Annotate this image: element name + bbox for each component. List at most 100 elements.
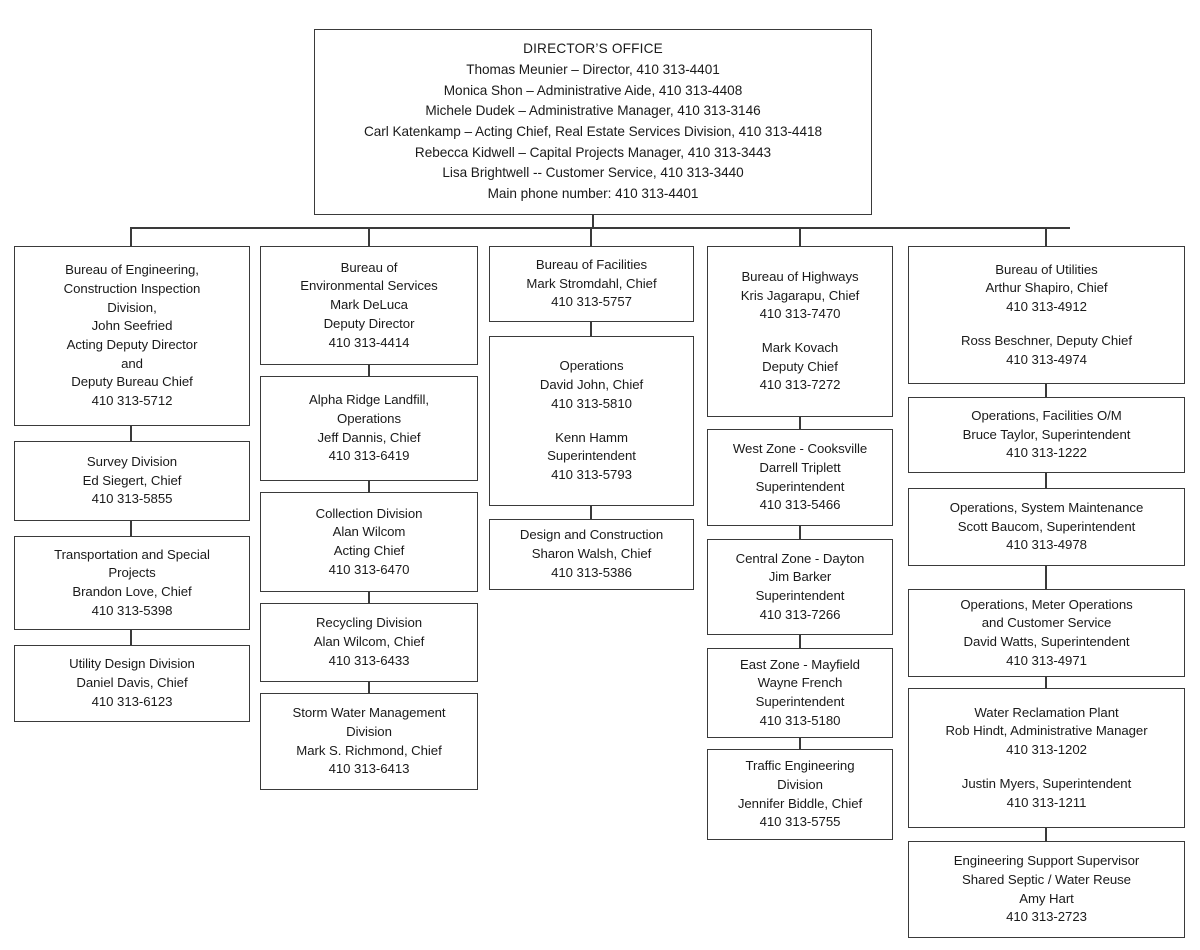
sibling-connector [590,322,592,336]
node-line: Storm Water Management [292,705,446,721]
node-line: Darrell Triplett [759,459,841,475]
node-line: Sharon Walsh, Chief [531,546,652,562]
node-line: Transportation and Special [54,546,210,562]
sibling-connector [799,417,801,429]
node-line: Ross Beschner, Deputy Chief [961,332,1132,348]
node-line: 410 313-5386 [551,564,632,580]
node-line: Mark Stromdahl, Chief [526,275,657,291]
node-line: Scott Baucom, Superintendent [957,518,1136,534]
node-line: Operations, Meter Operations [960,596,1133,612]
node-line: Rob Hindt, Administrative Manager [945,723,1148,739]
sibling-connector [368,481,370,492]
node-line: Engineering Support Supervisor [953,853,1140,869]
operations-meter-operations-customer-service-node: Operations, Meter Operations and Customer… [908,589,1185,677]
node-line: Justin Myers, Superintendent [961,775,1132,791]
node-line: Carl Katenkamp – Acting Chief, Real Esta… [364,124,822,139]
node-line: Main phone number: 410 313-4401 [487,185,699,201]
node-line: Bureau of Highways [741,268,859,284]
node-line: Construction Inspection [63,280,201,296]
node-line: 410 313-4974 [1006,351,1087,367]
node-line: Kenn Hamm [555,429,628,445]
node-line: and [121,355,143,371]
sibling-connector [1045,677,1047,688]
node-line: Lisa Brightwell -- Customer Service, 410… [442,165,744,181]
node-line: David Watts, Superintendent [963,634,1130,649]
node-line: 410 313-5398 [91,602,173,618]
node-line: Alpha Ridge Landfill, [309,392,429,408]
node-line: Jennifer Biddle, Chief [737,795,863,811]
node-line: 410 313-5466 [759,497,841,513]
node-line: Mark DeLuca [330,297,408,313]
node-line: Thomas Meunier – Director, 410 313-4401 [466,62,720,78]
node-line: Bureau of Facilities [535,256,648,272]
node-line: Water Reclamation Plant [974,704,1119,720]
column-drop-connector-bureau-of-engineering [130,227,132,246]
node-line: Arthur Shapiro, Chief [985,280,1108,296]
node-line: Rebecca Kidwell – Capital Projects Manag… [414,144,772,160]
node-line: Acting Deputy Director [66,337,198,352]
node-line: Acting Chief [333,543,405,558]
sibling-connector [368,682,370,693]
node-line: Mark Kovach [761,340,839,355]
node-line: Jim Barker [768,569,832,585]
node-line: 410 313-4971 [1006,652,1087,668]
sibling-connector [1045,473,1047,488]
node-line: 410 313-1211 [1006,794,1087,810]
node-line: Bureau of Engineering, [65,262,199,278]
node-line: 410 313-6433 [328,652,410,668]
node-line: Bureau of [340,259,398,275]
node-line: Deputy Chief [762,358,838,374]
column-drop-connector-bureau-of-environmental-services [368,227,370,246]
node-line: Traffic Engineering [745,758,855,774]
node-line: Division, [107,299,157,315]
node-line: Bruce Taylor, Superintendent [962,426,1131,442]
node-line: 410 313-6123 [91,693,173,709]
node-line: DIRECTOR’S OFFICE [523,41,663,57]
node-line: 410 313-5855 [91,491,173,507]
node-line: 410 313-5793 [551,466,632,482]
node-line: 410 313-5757 [551,294,632,310]
node-line: Operations, System Maintenance [949,499,1144,515]
node-line: Central Zone - Dayton [735,550,865,566]
node-line: 410 313-7470 [759,306,841,322]
node-line: Deputy Bureau Chief [71,374,193,390]
node-line: 410 313-6470 [328,561,410,577]
node-line: Survey Division [86,453,178,469]
node-line: Wayne French [757,675,843,691]
node-line: Operations [559,358,624,374]
bureau-distribution-bus [131,227,1070,229]
node-line: and Customer Service [981,615,1112,631]
node-line: Environmental Services [300,278,438,294]
node-line: John Seefried [91,318,173,334]
node-line: Monica Shon – Administrative Aide, 410 3… [443,82,743,98]
sibling-connector [130,426,132,441]
node-line: 410 313-4414 [328,334,410,350]
node-line: 410 313-1202 [1006,742,1087,758]
node-line: 410 313-2723 [1006,909,1087,925]
node-line: West Zone - Cooksville [732,441,868,457]
node-line: Design and Construction [519,527,664,543]
node-line: Shared Septic / Water Reuse [962,871,1131,887]
sibling-connector [130,630,132,645]
sibling-connector [799,738,801,749]
sibling-connector [799,526,801,539]
node-line: 410 313-7266 [759,606,841,622]
sibling-connector [1045,566,1047,589]
node-line: David John, Chief [539,377,644,393]
node-line: Superintendent [755,694,845,709]
column-drop-connector-bureau-of-highways [799,227,801,246]
node-line: Superintendent [547,448,636,464]
node-line: Mark S. Richmond, Chief [296,742,442,758]
node-line: Deputy Director [323,315,415,331]
root-stem-connector [592,215,594,228]
